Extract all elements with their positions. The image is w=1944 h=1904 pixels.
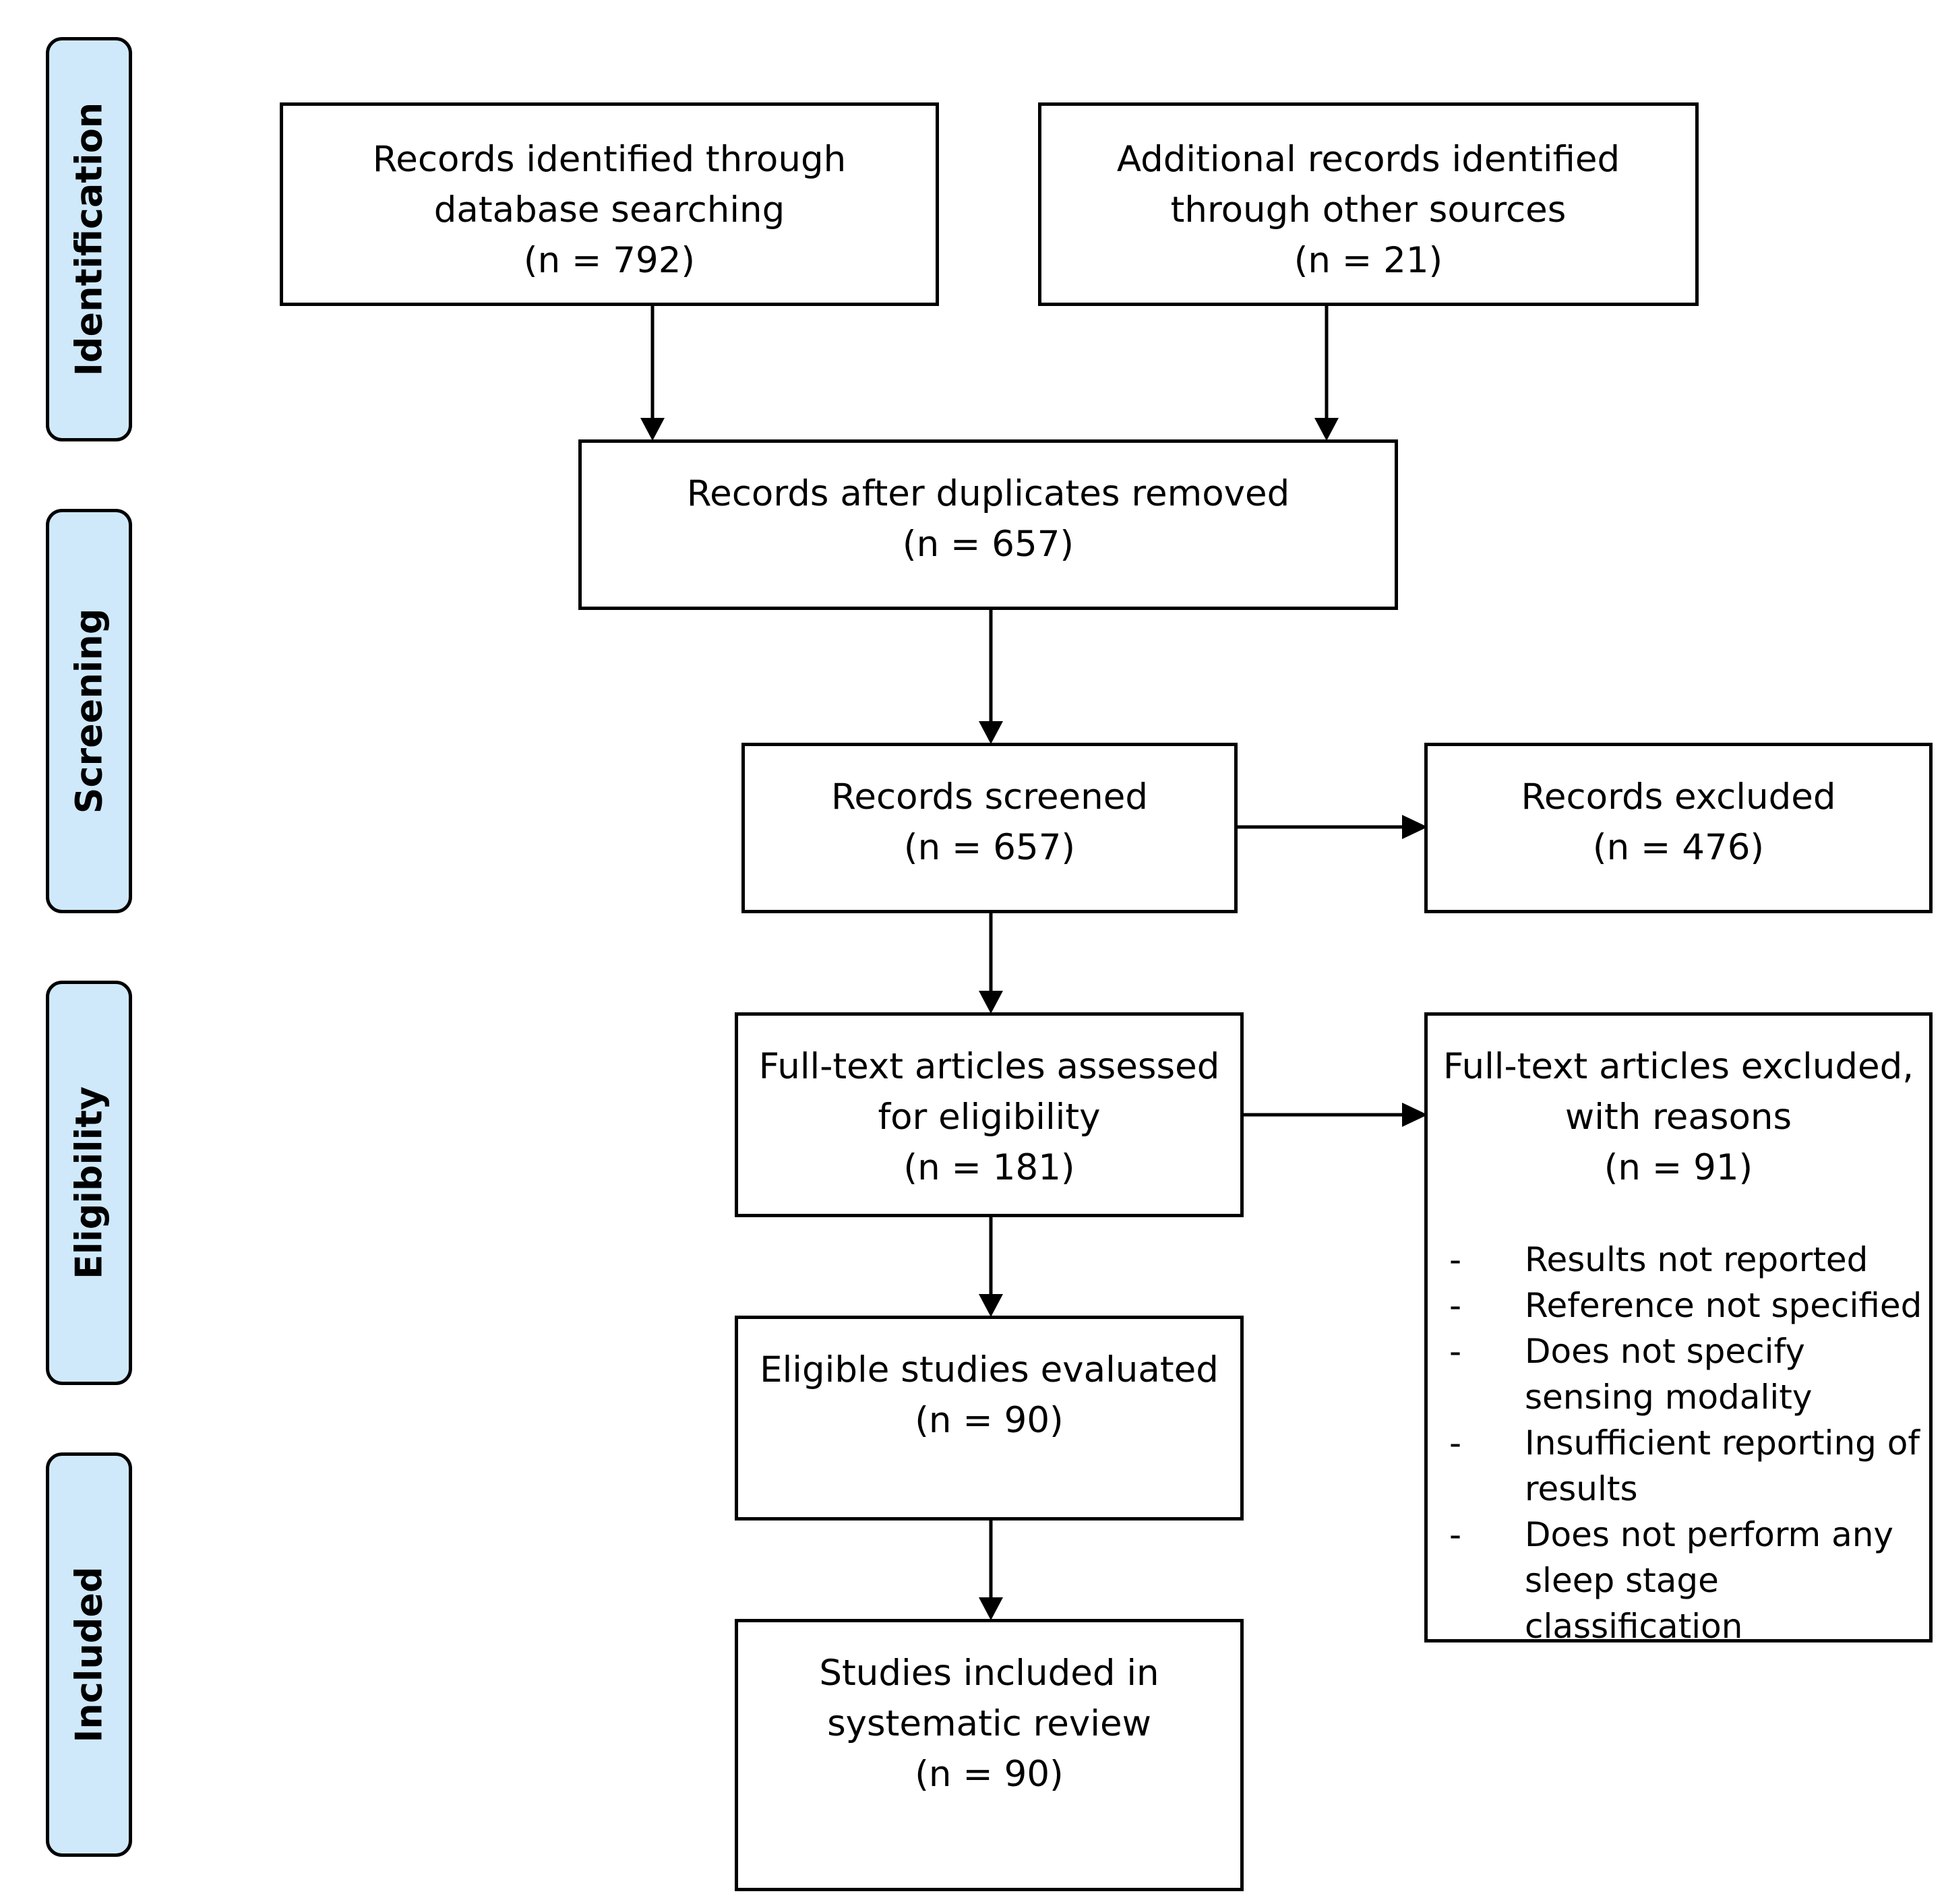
box-other-sources: Additional records identified through ot…	[1038, 102, 1699, 306]
arrowhead-excluded	[1402, 815, 1428, 839]
arrowhead-other	[1314, 418, 1339, 441]
box-eligible-evaluated: Eligible studies evaluated (n = 90)	[735, 1316, 1244, 1521]
box-database-records: Records identified through database sear…	[280, 102, 939, 306]
arrowhead-fulltext-excluded	[1402, 1103, 1428, 1127]
list-item: - Does not perform any sleep stage class…	[1449, 1515, 1894, 1646]
box-studies-included: Studies included in systematic review (n…	[735, 1619, 1244, 1891]
list-item: - Insufficient reporting of results	[1449, 1423, 1920, 1508]
arrowhead-included	[979, 1597, 1003, 1620]
box-fulltext-assessed: Full-text articles assessed for eligibil…	[735, 1012, 1244, 1217]
box-records-screened: Records screened (n = 657)	[741, 743, 1238, 913]
phase-identification: Identification	[46, 37, 132, 441]
phase-screening: Screening	[46, 509, 132, 913]
arrowhead-duplicates	[979, 721, 1003, 744]
list-item: - Results not reported	[1449, 1240, 1869, 1279]
arrowhead-eligible	[979, 1294, 1003, 1317]
arrowhead-database	[640, 418, 665, 441]
list-item: - Does not specify sensing modality	[1449, 1332, 1813, 1417]
phase-eligibility: Eligibility	[46, 981, 132, 1385]
arrowhead-fulltext	[979, 991, 1003, 1014]
box-fulltext-excluded: Full-text articles excluded, with reason…	[1424, 1012, 1933, 1642]
box-records-excluded: Records excluded (n = 476)	[1424, 743, 1933, 913]
list-item: - Reference not specified	[1449, 1286, 1922, 1325]
phase-included: Included	[46, 1452, 132, 1857]
box-duplicates-removed: Records after duplicates removed (n = 65…	[578, 439, 1398, 610]
exclusion-reasons-list: - Results not reported - Reference not s…	[1449, 1237, 1943, 1649]
